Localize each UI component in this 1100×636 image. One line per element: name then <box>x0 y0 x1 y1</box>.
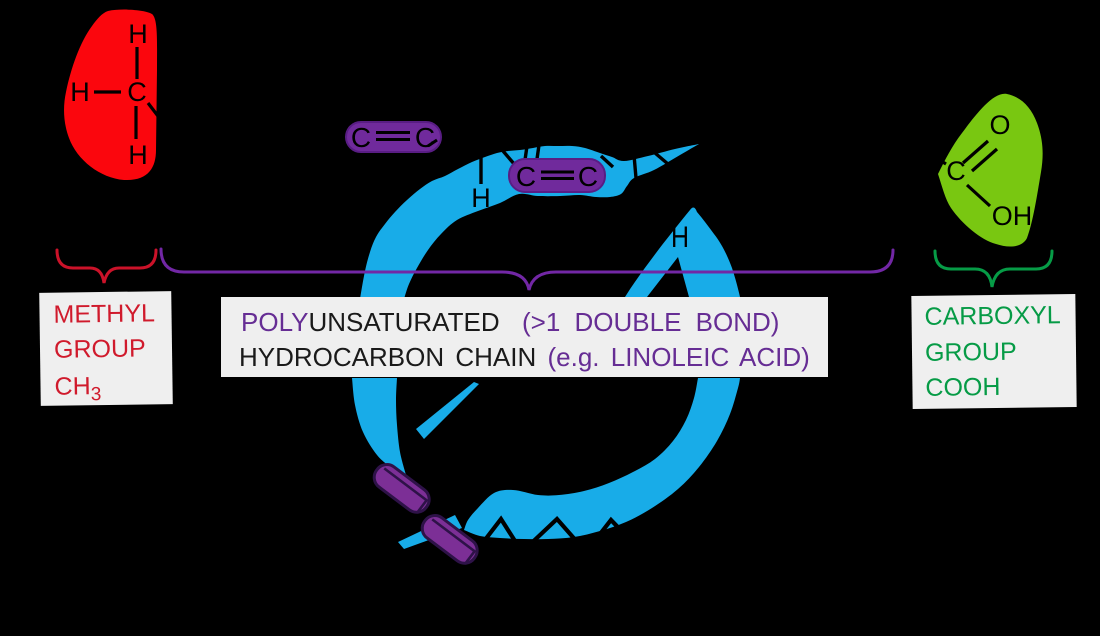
svg-text:O: O <box>989 110 1010 140</box>
svg-text:OH: OH <box>992 201 1033 231</box>
svg-text:GROUP: GROUP <box>925 338 1017 367</box>
svg-text:C: C <box>516 161 536 192</box>
svg-text:METHYL: METHYL <box>53 299 155 328</box>
svg-text:H: H <box>128 140 148 170</box>
svg-text:H: H <box>128 19 148 49</box>
svg-text:HYDROCARBON CHAIN (e.g. LINOL: HYDROCARBON CHAIN (e.g. LINOLEIC ACID) <box>239 342 810 372</box>
svg-text:C: C <box>415 122 435 153</box>
svg-text:H: H <box>70 77 90 107</box>
svg-text:C: C <box>946 156 966 186</box>
svg-text:GROUP: GROUP <box>54 334 146 363</box>
svg-text:C: C <box>127 77 147 107</box>
svg-text:C: C <box>351 122 371 153</box>
svg-text:CARBOXYL: CARBOXYL <box>924 301 1061 331</box>
svg-text:COOH: COOH <box>925 373 1000 402</box>
svg-text:H: H <box>671 221 689 254</box>
svg-text:H: H <box>471 183 491 213</box>
svg-text:C: C <box>578 161 598 192</box>
